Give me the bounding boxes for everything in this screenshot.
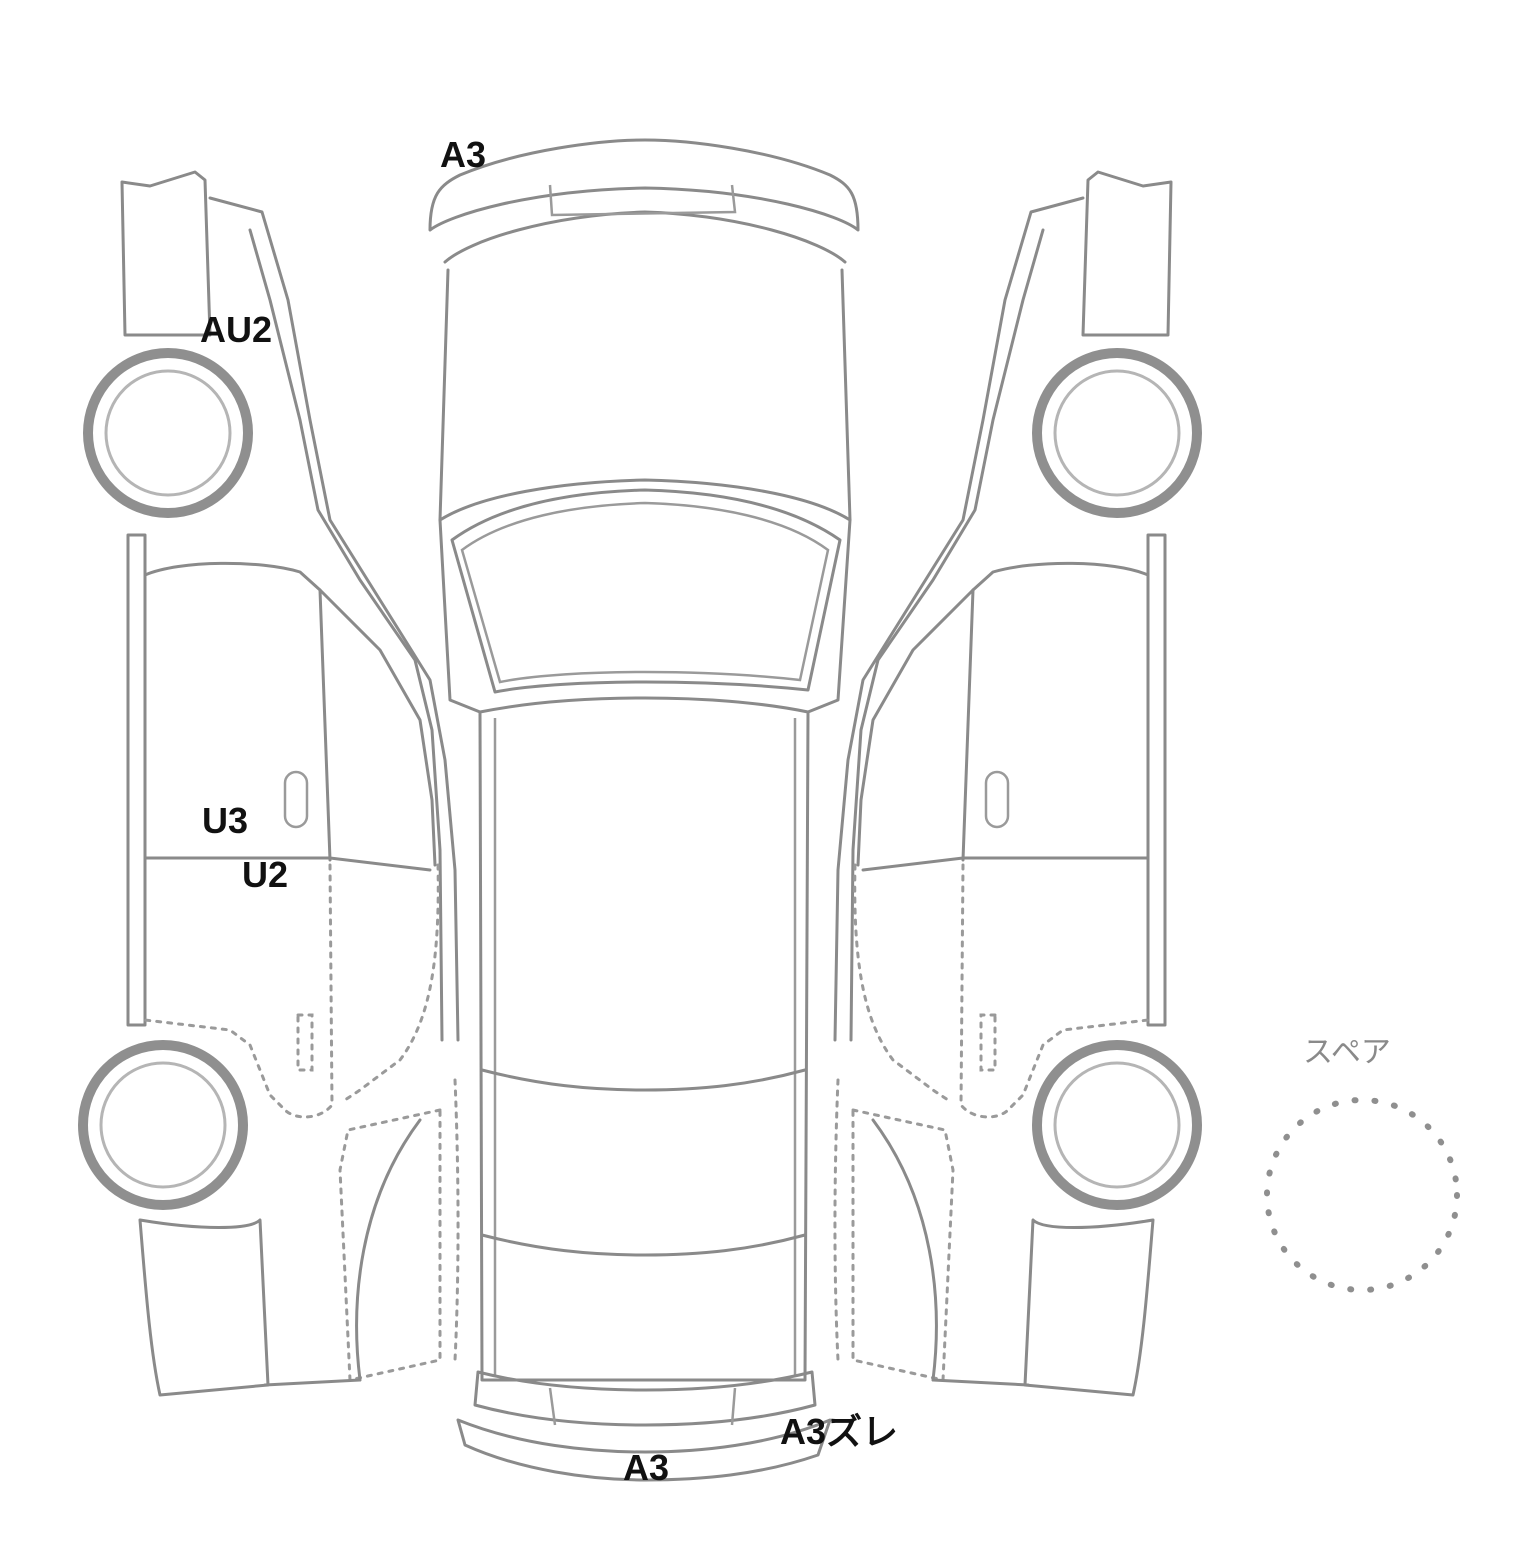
damage-mark-roof-front: A3 <box>440 134 487 175</box>
damage-mark-rear-bumper-right: A3ズレ <box>780 1411 899 1452</box>
right-side-view <box>833 170 1202 1397</box>
damage-mark-rear-bumper: A3 <box>623 1447 670 1488</box>
top-view <box>428 138 860 1482</box>
left-side-view <box>78 170 460 1397</box>
damage-mark-left-front-door: U3 <box>202 800 249 841</box>
damage-mark-left-front-fender: AU2 <box>200 309 273 350</box>
spare-tyre <box>1264 1097 1460 1293</box>
spare-label: スペア <box>1303 1035 1391 1070</box>
damage-mark-left-rear-door: U2 <box>242 854 289 895</box>
